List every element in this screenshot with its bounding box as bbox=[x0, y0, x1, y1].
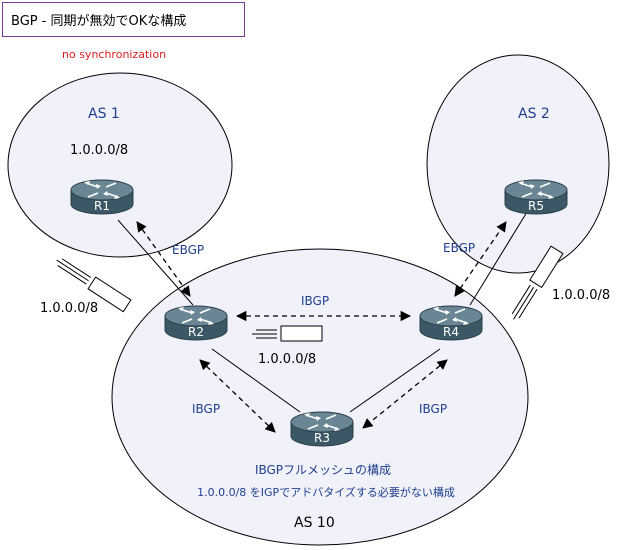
ibgp-r2-r4-label: IBGP bbox=[301, 294, 329, 308]
ebgp-left-session bbox=[136, 221, 191, 297]
ibgp-r2-r3-label: IBGP bbox=[192, 402, 220, 416]
ibgp-r4-r3-session bbox=[362, 359, 448, 429]
router-r2: R2 bbox=[164, 305, 228, 341]
router-r3: R3 bbox=[290, 411, 354, 447]
router-r5-label: R5 bbox=[528, 199, 544, 213]
as2-label: AS 2 bbox=[518, 106, 550, 122]
router-r5: R5 bbox=[504, 179, 568, 215]
as1-prefix-label: 1.0.0.0/8 bbox=[70, 143, 128, 158]
router-r4-label: R4 bbox=[443, 325, 459, 339]
as10-label: AS 10 bbox=[294, 515, 335, 531]
route-packet-middle bbox=[252, 325, 323, 342]
ebgp-right-label: EBGP bbox=[443, 241, 475, 255]
router-r3-label: R3 bbox=[314, 431, 330, 445]
route-packet-right bbox=[511, 245, 564, 320]
ibgp-r4-r3-label: IBGP bbox=[419, 402, 447, 416]
router-r4: R4 bbox=[419, 305, 483, 341]
route-prefix-left: 1.0.0.0/8 bbox=[40, 301, 98, 316]
ebgp-right-session bbox=[454, 221, 507, 297]
as1-ellipse bbox=[7, 72, 233, 258]
router-r1-label: R1 bbox=[94, 199, 110, 213]
diagram-title: BGP - 同期が無効でOKな構成 bbox=[2, 2, 245, 37]
diagram-subtitle: no synchronization bbox=[62, 48, 167, 61]
as2-ellipse bbox=[426, 54, 610, 274]
route-prefix-middle: 1.0.0.0/8 bbox=[258, 352, 316, 367]
route-prefix-right: 1.0.0.0/8 bbox=[552, 288, 610, 303]
router-r1: R1 bbox=[70, 179, 134, 215]
note-no-igp-advertise: 1.0.0.0/8 をIGPでアドバタイズする必要がない構成 bbox=[197, 485, 455, 499]
as1-label: AS 1 bbox=[88, 106, 120, 122]
note-ibgp-full-mesh: IBGPフルメッシュの構成 bbox=[255, 463, 391, 477]
route-packet-left bbox=[56, 258, 132, 313]
ebgp-left-label: EBGP bbox=[172, 243, 204, 257]
router-r2-label: R2 bbox=[188, 325, 204, 339]
